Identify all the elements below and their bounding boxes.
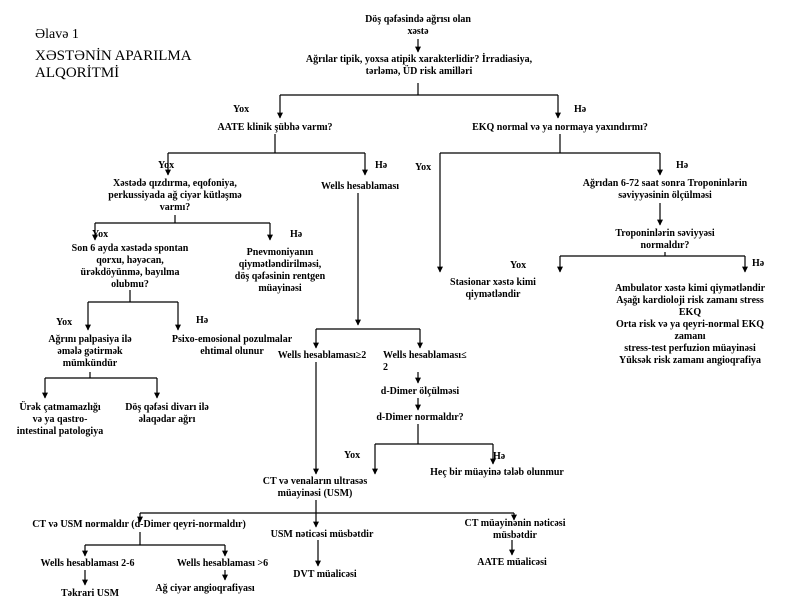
node-heart-failure-gi: Ürək çatmamazlığı və ya qastro- intestin… bbox=[16, 402, 104, 437]
node-chest-wall-pain: Döş qəfəsi divarı ilə əlaqədar ağrı bbox=[125, 402, 209, 425]
node-start: Döş qəfəsində ağrısı olan xəstə bbox=[365, 14, 471, 37]
node-lung-angiography: Ağ ciyər angioqrafiyası bbox=[155, 583, 255, 594]
node-pain-typical-question: Ağrılar tipik, yoxsa atipik xarakterlidi… bbox=[305, 54, 533, 77]
label-yes-ekq: Hə bbox=[676, 160, 689, 171]
node-wells-calc: Wells hesablaması bbox=[320, 181, 400, 192]
node-ct-usm: CT və venaların ultrasəs müayinəsi (USM) bbox=[262, 476, 368, 499]
node-wells-gt6: Wells hesablaması >6 bbox=[176, 558, 269, 569]
node-repeat-usm: Təkrari USM bbox=[60, 588, 120, 599]
node-aate-suspicion: AATE klinik şübhə varmı? bbox=[217, 122, 333, 133]
label-no-ekq: Yox bbox=[415, 162, 432, 173]
node-psycho-emotional: Psixo-emosional pozulmalar ehtimal olunu… bbox=[171, 334, 293, 357]
label-no-5: Yox bbox=[344, 450, 361, 461]
node-aate-treatment: AATE müalicəsi bbox=[477, 557, 547, 568]
node-usm-positive: USM nəticəsi müsbətdir bbox=[270, 529, 374, 540]
node-inpatient: Stasionar xəstə kimi qiymətləndir bbox=[450, 277, 536, 300]
node-pneumonia-eval: Pnevmoniyanın qiymətləndirilməsi, döş qə… bbox=[234, 247, 326, 294]
label-no-4: Yox bbox=[56, 317, 73, 328]
node-palpation: Ağrını palpasiya ilə əmələ gətirmək mümk… bbox=[48, 334, 132, 369]
label-no-1: Yox bbox=[233, 104, 250, 115]
node-ct-usm-normal: CT və USM normaldır (d-Dimer qeyri-norma… bbox=[32, 519, 246, 530]
node-ddimer-normal: d-Dimer normaldır? bbox=[376, 412, 464, 423]
label-yes-3: Hə bbox=[290, 229, 303, 240]
node-troponin-measure: Ağrıdan 6-72 saat sonra Troponinlərin sə… bbox=[582, 178, 748, 201]
node-panic-question: Son 6 ayda xəstədə spontan qorxu, həyəca… bbox=[71, 243, 189, 290]
label-yes-2: Hə bbox=[375, 160, 388, 171]
label-yes-1: Hə bbox=[574, 104, 587, 115]
node-dvt-treatment: DVT müalicəsi bbox=[293, 569, 357, 580]
label-yes-trop: Hə bbox=[752, 258, 765, 269]
label-no-3: Yox bbox=[92, 229, 109, 240]
node-fever-question: Xəstədə qızdırma, eqofoniya, perkussiyad… bbox=[108, 178, 242, 213]
node-troponin-normal: Troponinlərin səviyyəsi normaldır? bbox=[615, 228, 715, 251]
label-yes-5: Hə bbox=[493, 451, 506, 462]
label-no-2: Yox bbox=[158, 160, 175, 171]
node-ddimer-measure: d-Dimer ölçülməsi bbox=[380, 386, 460, 397]
appendix-label: Əlavə 1 bbox=[35, 27, 79, 42]
node-ekq-normal: EKQ normal və ya normaya yaxındırmı? bbox=[472, 122, 648, 133]
node-ct-positive: CT müayinənin nəticəsi müsbətdir bbox=[464, 518, 566, 541]
label-no-trop: Yox bbox=[510, 260, 527, 271]
node-wells-ge2: Wells hesablaması≥2 bbox=[277, 350, 367, 361]
node-wells-le2: Wells hesablaması≤ 2 bbox=[383, 350, 467, 373]
page-title: XƏSTƏNİN APARILMA ALQORİTMİ bbox=[35, 48, 192, 81]
node-no-test-needed: Heç bir müayinə tələb olunmur bbox=[430, 467, 564, 478]
node-outpatient: Ambulator xəstə kimi qiymətləndir Aşağı … bbox=[614, 283, 766, 366]
node-wells-2-6: Wells hesablaması 2-6 bbox=[40, 558, 135, 569]
label-yes-4: Hə bbox=[196, 315, 209, 326]
